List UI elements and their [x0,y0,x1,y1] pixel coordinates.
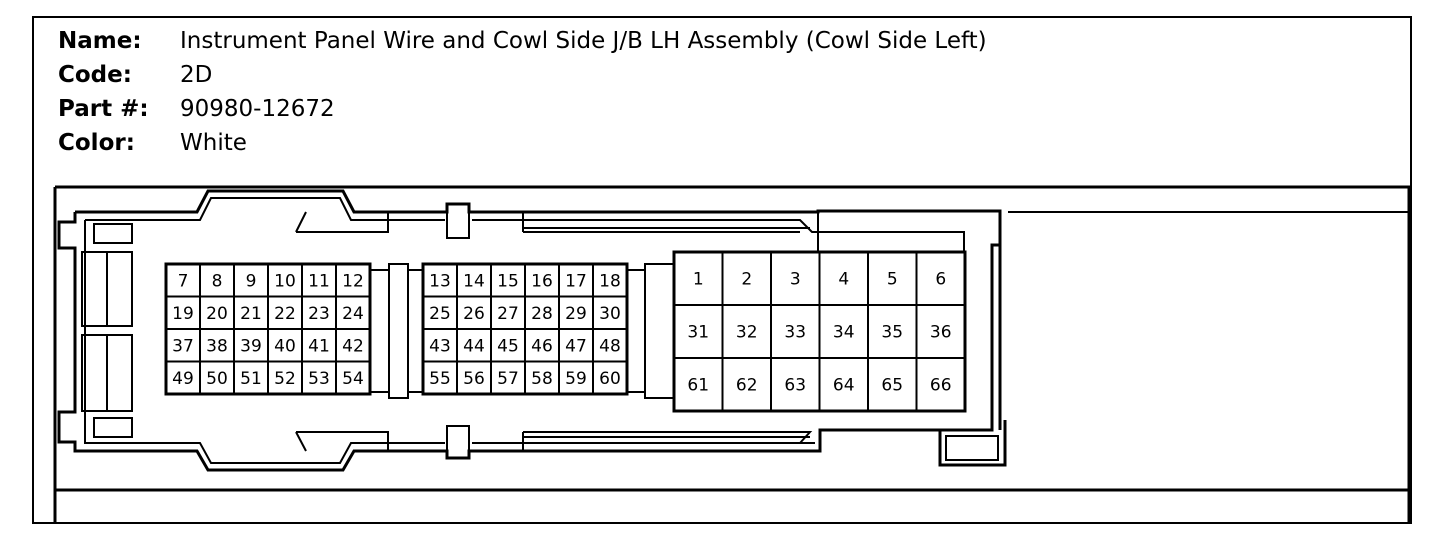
connector-info-frame [32,16,1412,524]
name-value: Instrument Panel Wire and Cowl Side J/B … [180,28,987,54]
bottom-center-post [446,425,470,459]
left-bottom-slot [93,417,133,438]
pin-number-21: 21 [240,304,262,324]
top-latch [295,211,800,233]
pin-number-28: 28 [531,304,553,324]
pin-number-9: 9 [246,271,257,291]
pin-number-2: 2 [741,270,752,290]
pin-number-31: 31 [687,323,709,343]
color-label: Color: [58,130,135,156]
pin-cavity-60 [592,360,628,395]
pin-number-52: 52 [274,369,296,389]
pin-number-24: 24 [342,304,364,324]
pin-cavity-66 [915,357,966,412]
pin-number-19: 19 [172,304,194,324]
pin-number-53: 53 [308,369,330,389]
pin-number-61: 61 [687,376,709,396]
pin-number-44: 44 [463,336,485,356]
bottom-latch [295,431,813,452]
pin-number-10: 10 [274,271,296,291]
pin-number-32: 32 [736,323,758,343]
pin-number-42: 42 [342,336,364,356]
pin-number-20: 20 [206,304,228,324]
pin-number-36: 36 [930,323,952,343]
pin-number-60: 60 [599,369,621,389]
pin-number-12: 12 [342,271,364,291]
pin-number-34: 34 [833,323,855,343]
pin-number-25: 25 [429,304,451,324]
separator-left [388,263,409,399]
color-value: White [180,130,247,156]
pin-number-4: 4 [838,270,849,290]
pin-number-37: 37 [172,336,194,356]
pin-number-15: 15 [497,271,519,291]
pin-number-43: 43 [429,336,451,356]
pin-number-35: 35 [881,323,903,343]
left-top-slot [93,223,133,244]
pin-number-13: 13 [429,271,451,291]
pin-number-50: 50 [206,369,228,389]
pin-number-45: 45 [497,336,519,356]
pin-number-59: 59 [565,369,587,389]
pin-number-64: 64 [833,376,855,396]
pin-number-55: 55 [429,369,451,389]
pin-number-1: 1 [693,270,704,290]
pin-number-8: 8 [212,271,223,291]
pin-number-30: 30 [599,304,621,324]
pin-number-46: 46 [531,336,553,356]
pin-number-66: 66 [930,376,952,396]
pin-number-41: 41 [308,336,330,356]
pin-number-5: 5 [887,270,898,290]
pin-number-49: 49 [172,369,194,389]
pin-number-51: 51 [240,369,262,389]
separator-right [644,263,675,399]
pin-number-3: 3 [790,270,801,290]
pin-number-63: 63 [784,376,806,396]
pin-number-39: 39 [240,336,262,356]
pin-number-56: 56 [463,369,485,389]
pin-cavity-54 [335,360,371,395]
pin-number-6: 6 [935,270,946,290]
name-label: Name: [58,28,142,54]
pin-number-62: 62 [736,376,758,396]
part-label: Part #: [58,96,149,122]
pin-number-11: 11 [308,271,330,291]
pin-number-48: 48 [599,336,621,356]
pin-number-26: 26 [463,304,485,324]
pin-number-22: 22 [274,304,296,324]
code-value: 2D [180,62,213,88]
pin-number-17: 17 [565,271,587,291]
pin-number-16: 16 [531,271,553,291]
bottom-right-key [945,435,999,461]
pin-number-57: 57 [497,369,519,389]
pin-number-38: 38 [206,336,228,356]
pin-number-14: 14 [463,271,485,291]
pin-number-47: 47 [565,336,587,356]
diagram-panel-box [53,185,1411,524]
pin-number-23: 23 [308,304,330,324]
pin-number-7: 7 [178,271,189,291]
pin-number-58: 58 [531,369,553,389]
pin-number-40: 40 [274,336,296,356]
pin-number-29: 29 [565,304,587,324]
housing-inner-outline [84,197,965,464]
top-center-post [446,203,470,239]
part-value: 90980-12672 [180,96,335,122]
pin-number-65: 65 [881,376,903,396]
pin-number-33: 33 [784,323,806,343]
code-label: Code: [58,62,132,88]
pin-number-18: 18 [599,271,621,291]
pin-number-27: 27 [497,304,519,324]
pin-number-54: 54 [342,369,364,389]
